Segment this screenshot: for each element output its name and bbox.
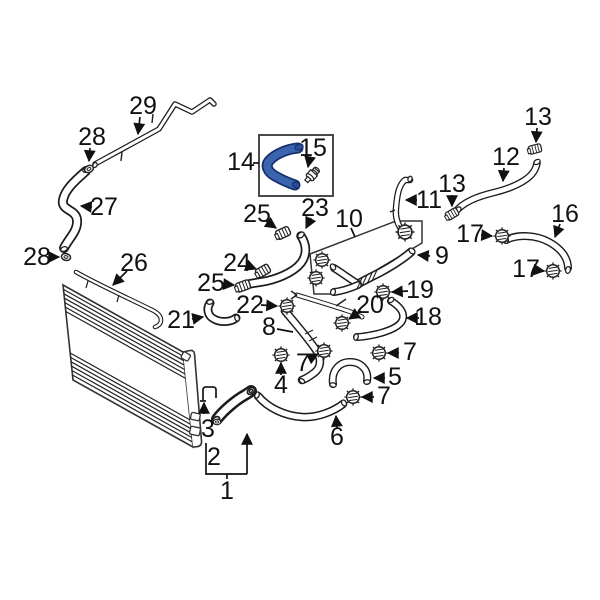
clamp-10-icon [312, 250, 332, 270]
clamp-4-icon [271, 345, 291, 365]
callout-line-21-5 [191, 313, 205, 325]
callout-label-7-28: 7 [377, 382, 391, 410]
callout-label-13-18: 13 [524, 103, 552, 131]
callout-line-29-0 [133, 116, 146, 136]
radiator [62, 283, 203, 449]
radiator-bottom-fins [69, 352, 193, 443]
callout-line-23-9 [305, 215, 317, 230]
clamp-7-icon [343, 387, 363, 407]
callout-line-9-22 [416, 249, 431, 262]
radiator-end-tank [182, 349, 203, 448]
callout-line-26-4 [112, 270, 128, 286]
callout-line-16-19 [553, 223, 565, 239]
callout-label-1-34: 1 [220, 477, 234, 505]
callout-label-17-21: 17 [512, 255, 540, 283]
callout-label-16-19: 16 [551, 200, 579, 228]
callout-line-20-25 [348, 308, 362, 320]
hose-18 [353, 296, 403, 340]
callout-label-9-22: 9 [435, 242, 449, 270]
callout-label-21-5: 21 [167, 306, 195, 334]
callout-line-28-1 [83, 147, 96, 163]
callout-label-7-26: 7 [296, 349, 310, 377]
callout-line-15-7 [304, 155, 316, 169]
hose-8 [285, 311, 320, 384]
callout-label-28-3: 28 [23, 243, 51, 271]
callout-line-7-26 [305, 353, 320, 365]
callout-label-15-7: 15 [299, 134, 327, 162]
clamp-7-icon [314, 341, 334, 361]
clamp-13-icon [525, 142, 543, 156]
callout-label-27-2: 27 [90, 193, 118, 221]
callout-line-17-20 [480, 229, 494, 241]
hose-27 [60, 167, 90, 252]
radiator-nub [189, 411, 201, 422]
highlight-box [258, 134, 334, 197]
hose-9 [329, 247, 416, 296]
callout-label-11-15: 11 [416, 186, 442, 214]
callout-label-5-30: 5 [388, 363, 402, 391]
callout-label-25-12: 25 [197, 269, 225, 297]
pipe-11 [389, 175, 413, 232]
hose-6 [254, 391, 348, 417]
hose-23 [245, 231, 306, 285]
clamp-17-icon [492, 226, 512, 246]
callout-label-3-32: 3 [201, 415, 215, 443]
callout-label-6-31: 6 [330, 423, 344, 451]
callout-label-14-6: 14 [227, 148, 255, 176]
callout-label-26-4: 26 [120, 249, 148, 277]
mounting-clip-2 [198, 386, 217, 414]
t-pipe [290, 290, 362, 317]
callout-label-22-13: 22 [236, 291, 264, 319]
callout-line-27-2 [79, 201, 93, 213]
callout-label-4-29: 4 [274, 371, 288, 399]
callout-line-12-17 [497, 167, 510, 183]
callout-label-2-33: 2 [207, 443, 221, 471]
callout-line-19-23 [390, 285, 409, 298]
clamp-25-icon [272, 225, 292, 242]
callout-label-28-1: 28 [78, 123, 106, 151]
callout-label-25-8: 25 [243, 200, 271, 228]
clamp-22-icon [277, 296, 297, 316]
clamp-28-icon [59, 251, 73, 263]
clamp-10-icon [394, 221, 416, 243]
bracket-1 [205, 432, 253, 479]
callout-line-8-14 [276, 328, 294, 333]
callout-line-25-8 [263, 216, 277, 229]
clamp-20-icon [332, 313, 352, 333]
clamp-10-icon [306, 268, 326, 288]
callout-label-23-9: 23 [301, 194, 329, 222]
radiator-nub [188, 425, 202, 437]
pipe-26 [76, 272, 161, 327]
callout-line-10-10 [350, 227, 356, 238]
callout-label-29-0: 29 [129, 92, 157, 120]
callout-line-6-31 [330, 414, 343, 429]
callout-label-13-16: 13 [438, 170, 466, 198]
callout-label-24-11: 24 [223, 249, 251, 277]
connector-15 [303, 166, 320, 184]
radiator-top-fins [63, 288, 187, 380]
callout-label-7-27: 7 [403, 338, 417, 366]
callout-label-18-24: 18 [414, 303, 442, 331]
callout-line-22-13 [260, 299, 279, 312]
callout-label-10-10: 10 [335, 205, 363, 233]
callout-label-17-20: 17 [456, 220, 484, 248]
clamp-7-icon [369, 343, 389, 363]
callout-label-12-17: 12 [492, 143, 520, 171]
radiator-nub [180, 351, 192, 362]
clamp-17-icon [543, 261, 563, 281]
callout-label-20-25: 20 [356, 291, 384, 319]
callout-line-13-18 [530, 127, 543, 144]
hose-21 [206, 299, 240, 322]
hose-14-highlighted [267, 143, 304, 189]
callout-line-24-11 [243, 259, 258, 271]
callout-line-17-21 [532, 263, 546, 276]
callout-line-25-12 [222, 278, 236, 290]
hose-5 [329, 362, 370, 388]
callout-label-19-23: 19 [406, 276, 434, 304]
callout-label-8-14: 8 [262, 313, 276, 341]
